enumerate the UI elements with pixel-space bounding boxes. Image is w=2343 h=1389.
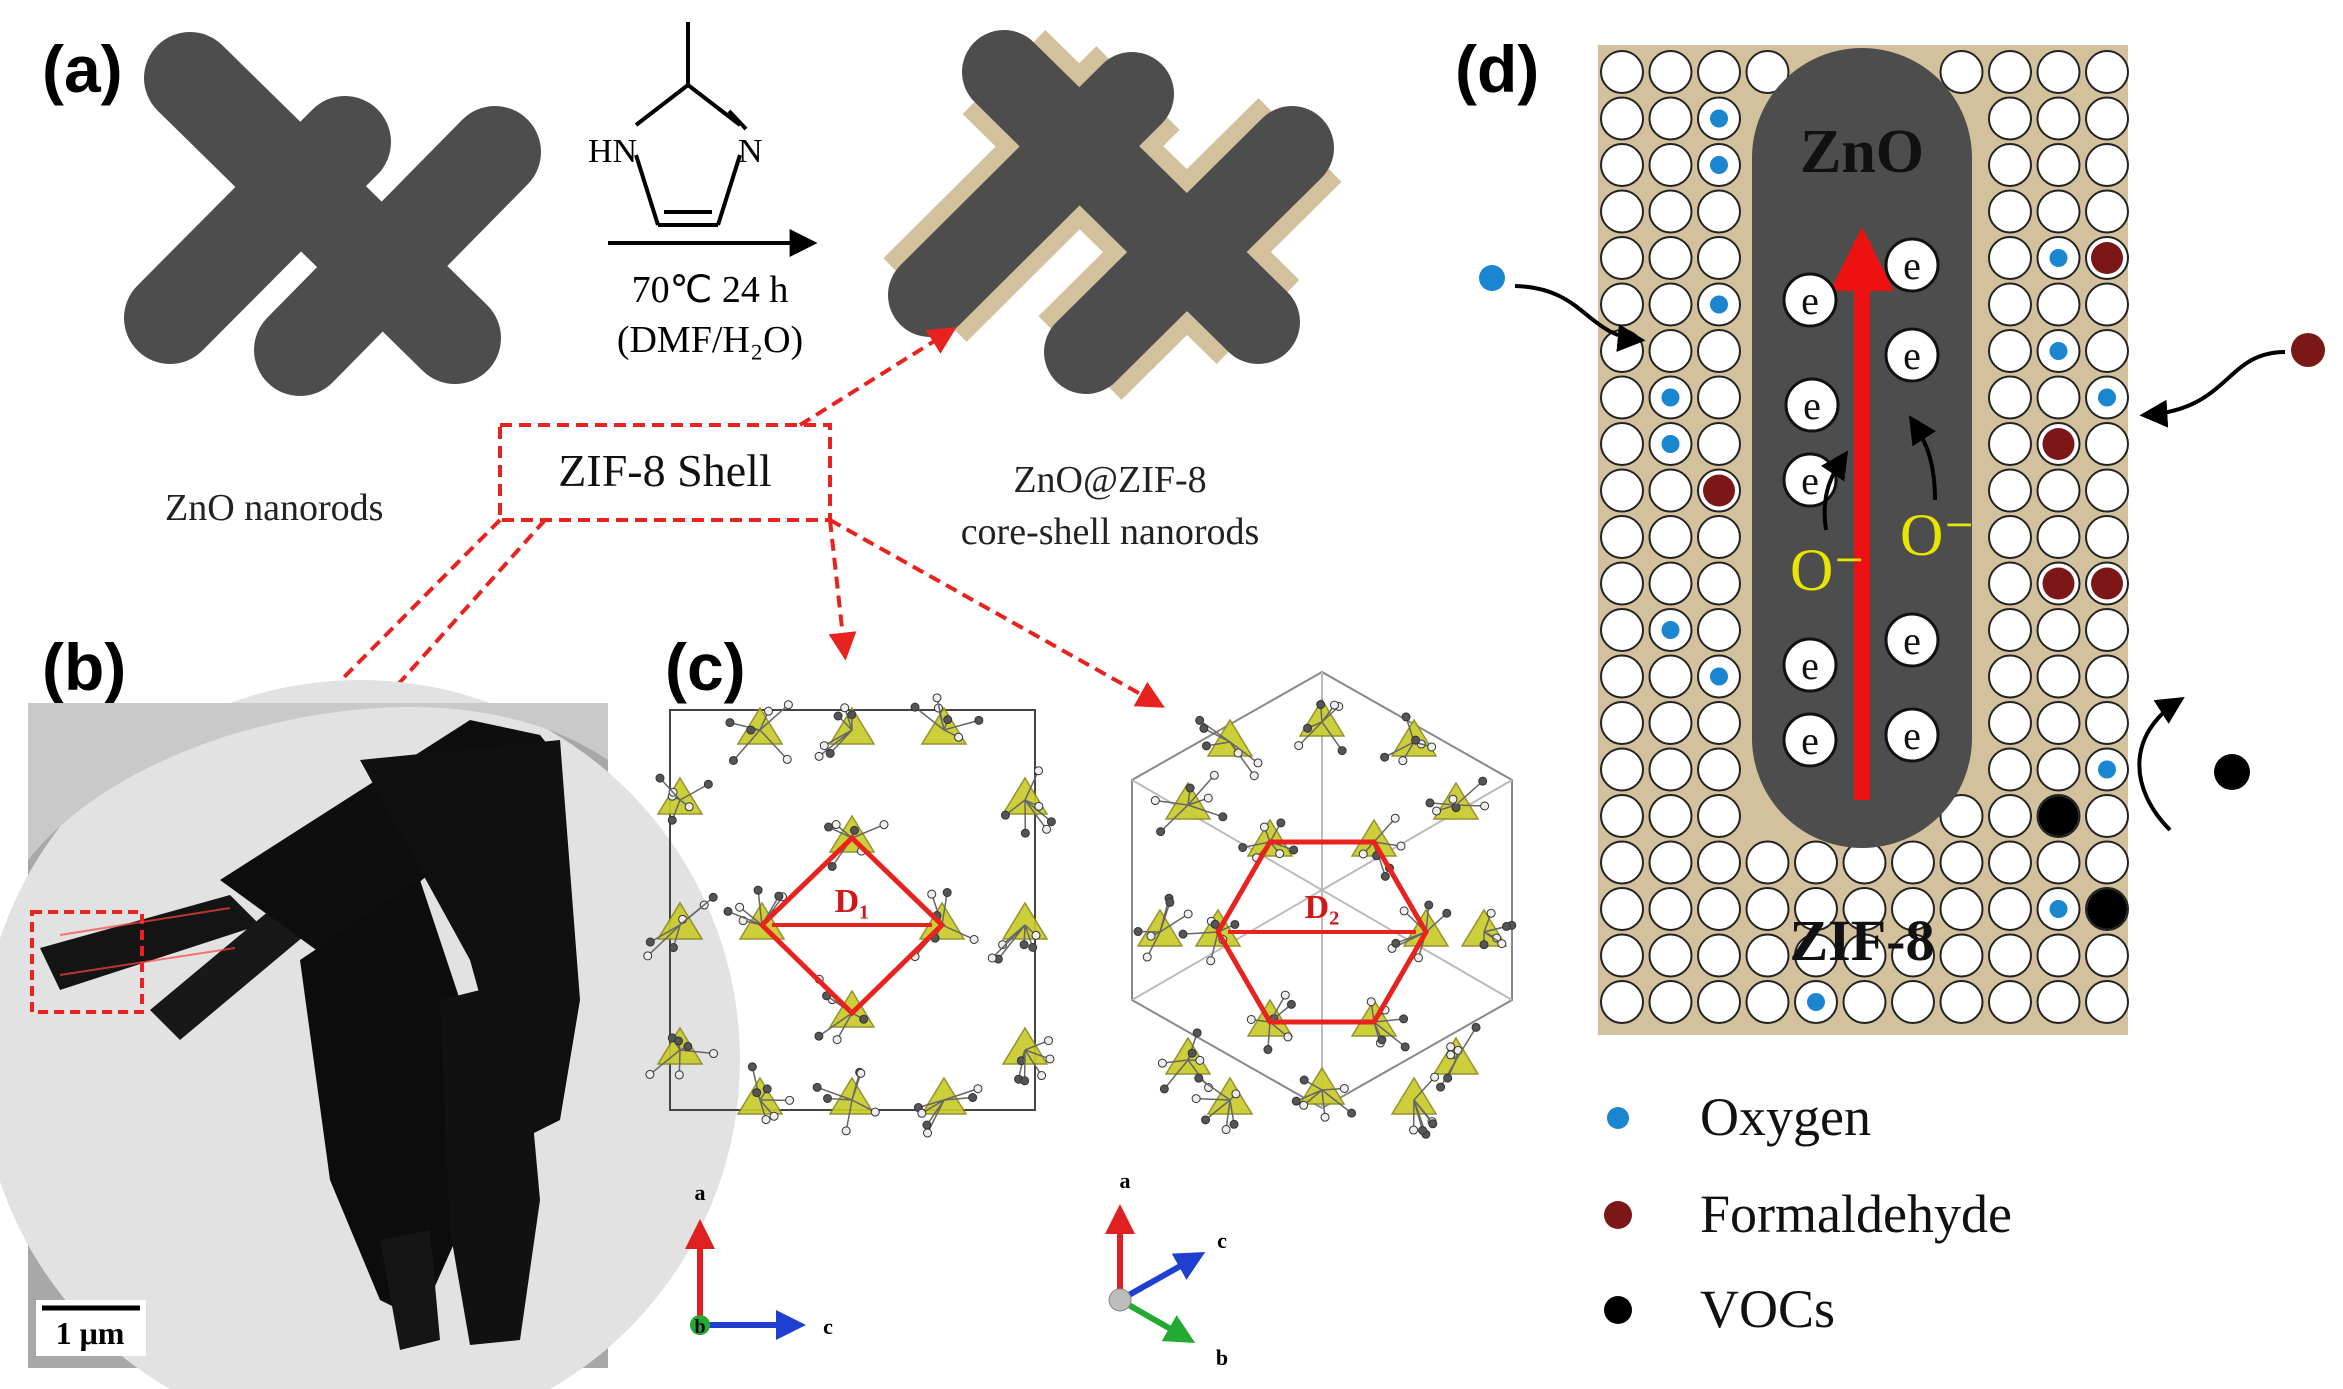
coreshell-label-line1: ZnO@ZIF-8 xyxy=(1013,459,1206,501)
pore-d1-label: D₁ xyxy=(835,883,870,920)
axis-triad-2 xyxy=(1105,1204,1206,1343)
pore-d1-outline xyxy=(758,834,946,1017)
svg-text:e: e xyxy=(1801,278,1819,323)
axis1-b-label: b xyxy=(694,1316,705,1338)
oxygen-ion-left: O⁻ xyxy=(1790,537,1865,603)
svg-text:e: e xyxy=(1903,333,1921,378)
methylimidazole-structure xyxy=(634,22,748,227)
panel-d-label: (d) xyxy=(1455,32,1539,106)
zif8-pores xyxy=(1600,50,2129,1024)
legend-oxygen-label: Oxygen xyxy=(1700,1087,1871,1147)
reagent-nh: HN xyxy=(588,133,637,170)
callout-arrow-to-coreshell xyxy=(798,327,957,427)
oxygen-diffusion-arrow xyxy=(1514,284,1646,352)
legend-formaldehyde-label: Formaldehyde xyxy=(1700,1184,2012,1244)
svg-text:e: e xyxy=(1903,618,1921,663)
formaldehyde-molecule-incoming xyxy=(2291,333,2325,367)
ion-to-electron-arrow-left xyxy=(1820,450,1849,531)
voc-rejection-arrow xyxy=(2137,696,2185,832)
legend-formaldehyde-marker xyxy=(1604,1201,1632,1229)
pore-d2-outline xyxy=(1215,839,1429,1025)
panel-c-label: (c) xyxy=(665,630,746,704)
svg-text:e: e xyxy=(1801,458,1819,503)
panel-b-label: (b) xyxy=(42,630,126,704)
legend xyxy=(1604,1107,1632,1324)
reaction-condition-temp: 70℃ 24 h xyxy=(632,269,789,311)
oxygen-ion-right: O⁻ xyxy=(1900,502,1975,568)
zno-nanorods-label: ZnO nanorods xyxy=(165,487,383,529)
callout-arrow-to-c2 xyxy=(829,518,1165,708)
svg-text:e: e xyxy=(1903,243,1921,288)
svg-text:e: e xyxy=(1803,383,1821,428)
tem-scale-bar-label: 1 μm xyxy=(56,1315,125,1351)
zif8-shell-label-d: ZIF-8 xyxy=(1790,908,1935,973)
zif8-shell-callout-box xyxy=(498,423,832,522)
legend-vocs-label: VOCs xyxy=(1700,1279,1835,1339)
svg-text:e: e xyxy=(1801,643,1819,688)
callout-arrow-to-c1 xyxy=(828,519,857,661)
zno-core-label: ZnO xyxy=(1800,118,1924,186)
reagent-n: N xyxy=(738,133,763,170)
svg-text:e: e xyxy=(1801,718,1819,763)
voc-molecule-rejected xyxy=(2214,754,2250,790)
coreshell-label-line2: core-shell nanorods xyxy=(961,511,1260,553)
tem-image xyxy=(0,680,740,1389)
ion-to-electron-arrow-right xyxy=(1908,415,1937,501)
legend-vocs-marker xyxy=(1604,1296,1632,1324)
axis2-a-label: a xyxy=(1120,1168,1131,1193)
axis2-b-label: b xyxy=(1216,1345,1228,1370)
axis-triad-1 xyxy=(685,1219,806,1340)
legend-oxygen-marker xyxy=(1607,1107,1629,1129)
pore-d2-label: D₂ xyxy=(1305,889,1340,926)
svg-text:e: e xyxy=(1903,713,1921,758)
axis1-a-label: a xyxy=(695,1180,706,1205)
axis1-c-label: c xyxy=(823,1314,833,1339)
coreshell-nanorods-illustration xyxy=(883,29,1342,400)
panel-a-label: (a) xyxy=(42,32,123,106)
axis2-c-label: c xyxy=(1217,1228,1227,1253)
zno-nanorods-illustration xyxy=(124,32,541,396)
zif8-shell-label: ZIF-8 Shell xyxy=(558,445,771,496)
formaldehyde-diffusion-arrow xyxy=(2139,350,2286,428)
oxygen-molecule-incoming xyxy=(1479,265,1505,291)
reaction-condition-solvent: (DMF/H₂O) xyxy=(617,319,803,361)
